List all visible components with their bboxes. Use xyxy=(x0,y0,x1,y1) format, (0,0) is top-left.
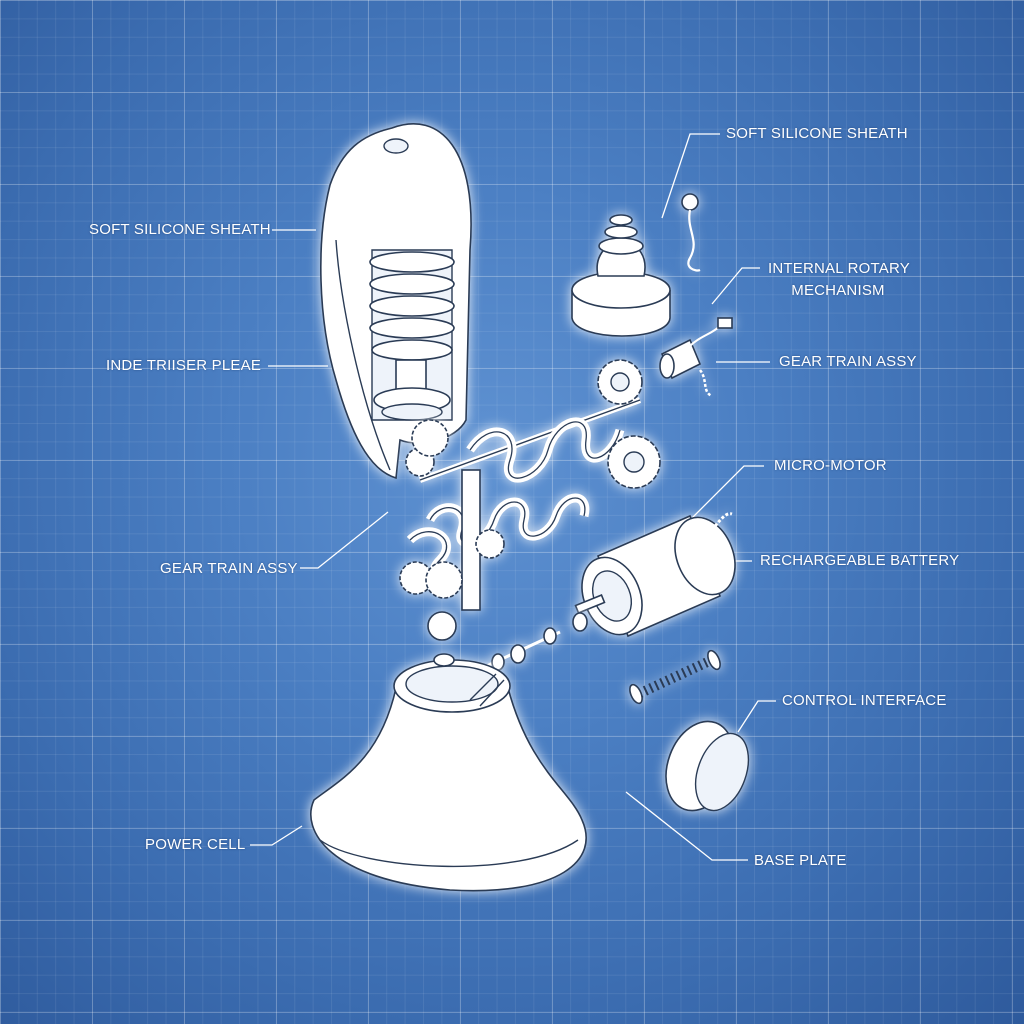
label-inde-triser: INDE TRIISER PLEAE xyxy=(106,357,262,374)
label-rotary-line1: INTERNAL ROTARY xyxy=(768,260,910,277)
label-rotary-line2: MECHANISM xyxy=(791,282,885,299)
micro-motor xyxy=(574,512,736,638)
shaft-bits xyxy=(477,612,588,672)
label-gear-left: GEAR TRAIN ASSY xyxy=(160,560,298,577)
label-sheath-top: SOFT SILICONE SHEATH xyxy=(726,125,908,142)
label-micro-motor: MICRO-MOTOR xyxy=(774,457,887,474)
control-ring xyxy=(665,720,750,812)
internal-coil xyxy=(369,249,455,421)
label-gear-right: GEAR TRAIN ASSY xyxy=(779,353,917,370)
spring xyxy=(629,649,721,705)
label-battery: RECHARGEABLE BATTERY xyxy=(760,552,960,569)
base-housing xyxy=(310,653,587,892)
leader-lines xyxy=(250,133,776,861)
sheath-housing xyxy=(320,123,472,480)
label-rotary-mechanism: INTERNAL ROTARY MECHANISM xyxy=(768,258,910,302)
top-cup-assembly xyxy=(571,193,701,337)
label-base-plate: BASE PLATE xyxy=(754,852,847,869)
label-control-interface: CONTROL INTERFACE xyxy=(782,692,947,709)
label-power-cell: POWER CELL xyxy=(145,836,246,853)
small-cylinder xyxy=(659,317,733,398)
label-sheath-left: SOFT SILICONE SHEATH xyxy=(89,221,271,238)
rotary-mechanism xyxy=(399,359,661,641)
